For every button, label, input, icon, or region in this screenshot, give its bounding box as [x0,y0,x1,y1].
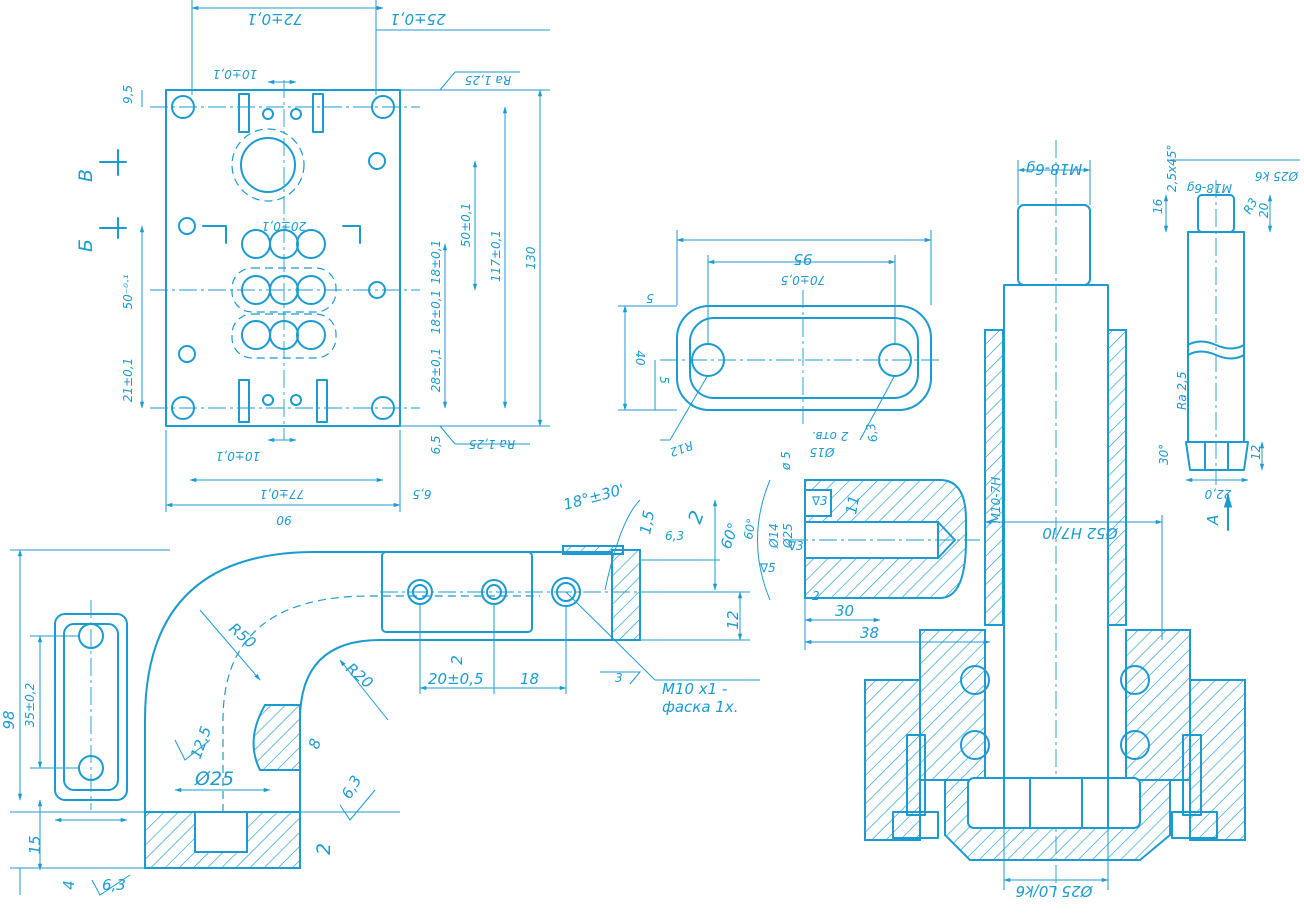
dim-15: Ø15 [810,445,836,459]
dim-18-b: 18±0,1 [429,290,443,334]
dim-117: 117±0,1 [489,230,503,282]
dim-5b: 5 [657,376,671,384]
dim-25-bore: Ø25 [194,768,234,790]
dim-12-elbow: 12 [724,610,742,629]
dim-40: 40 [633,350,647,366]
dim-4: 4 [60,880,78,890]
dim-10-bottom: 10±0,1 [216,449,260,463]
dim-95: 95 [793,250,812,268]
dim-3: 3 [615,671,623,685]
dim-6-3-elbow: 6,3 [338,772,366,802]
dim-90: 90 [276,513,292,527]
dim-r50: R50 [225,619,259,652]
dim-18-elbow: 18 [520,670,539,688]
view-a: A [1204,515,1222,526]
dim-20-elbow: 20±0,5 [428,670,484,688]
fit-52: Ø52 H7/l0 [1042,524,1118,542]
dim-2-bolt: 2 [812,589,820,603]
dim-d5: ø 5 [779,451,793,471]
dim-60-deg: 60° [717,520,743,551]
dim-2-holes: 2 отв. [812,429,849,443]
dim-20: 20±0,1 [262,219,306,233]
shaft-assembly: M18-6g Ø52 H7/l0 Ø25 L0/k6 M10-7H [864,140,1246,900]
finish-3a: ∇3 [811,494,828,508]
dim-28: 28±0,1 [429,348,443,392]
dim-11: 11 [842,494,863,516]
dim-50-left: 50⁻⁰·¹ [121,274,135,309]
dim-2-elbow: 2 [313,843,335,855]
fit-m10: M10-7H [989,477,1003,524]
hole-grid [241,229,326,350]
dim-2-small: 2 [448,655,466,665]
dim-18-a: 18±0,1 [429,240,443,284]
dim-77: 77±0,1 [260,487,304,501]
bolt-detail: 30 38 ø 5 60° Ø14 Ø25 ∇3 ∇3 ∇5 11 2 [741,451,991,650]
dim-38: 38 [860,624,879,642]
dim-9-5: 9,5 [121,85,135,104]
ra-top: Ra 1,25 [465,73,511,87]
shaft-h16: 16 [1151,198,1165,214]
shaft-ra: Ra 2,5 [1175,371,1189,410]
dim-98: 98 [0,710,18,729]
dim-1-5: 1,5 [636,509,658,536]
dim-d25: Ø25 [781,523,795,549]
shaft-detail: 2,5x45° M18-6g Ø25 k6 16 20 R3 Ra 2,5 30… [1151,145,1300,531]
thread-m10: M10 x1 - [662,680,727,698]
dim-10-top: 10±0,1 [213,67,257,81]
dim-8: 8 [305,736,325,751]
dim-18-deg: 18°±30' [561,480,626,514]
dim-r20: R20 [342,659,376,692]
dim-6-5-right: 6,5 [429,435,443,454]
dim-15-side: 15 [26,835,44,854]
dim-30: 30 [835,602,854,620]
dim-d14: Ø14 [767,523,781,549]
dim-6-5-bottom: 6,5 [412,487,431,501]
shaft-h20: 20 [1257,202,1271,218]
section-mark-b: Б [75,239,97,252]
dim-35: 35±0,2 [23,683,37,727]
dim-25: 25±0,1 [390,10,446,28]
shaft-r3: R3 [1240,196,1260,217]
shaft-chamfer: 2,5x45° [1165,145,1179,192]
ra-bottom: Ra 1,25 [469,437,515,451]
dim-6-3: 6,3 [864,422,881,443]
finish-3b: ∇3 [787,539,804,553]
shaft-fit: Ø25 k6 [1255,169,1299,183]
dim-72: 72±0,1 [247,10,303,28]
plate-view: В Б 72±0,1 25±0,1 10±0,1 Ra 1,25 9,5 20±… [75,0,550,527]
dim-12-5: 12,5 [187,724,215,762]
dim-6-3-angle: 6,3 [665,529,684,543]
dim-5: 5 [646,291,654,305]
shaft-h12: 12 [1249,445,1263,460]
elbow-part: 98 35±0,2 15 4 6,3 R50 R20 Ø25 12,5 8 [0,480,760,896]
shaft-thread-m18: M18-6g [1026,160,1083,178]
dim-d60: 60° [741,517,758,540]
chamfer-note: фаска 1х. [662,698,738,716]
dim-130: 130 [524,246,538,269]
dim-21: 21±0,1 [121,358,135,402]
finish-5: ∇5 [759,561,776,575]
link-plate-view: 95 70±0,5 5 40 5 R12 Ø15 2 отв. 6,3 [618,230,940,459]
dim-r12: R12 [668,438,695,459]
fit-25: Ø25 L0/k6 [1016,882,1094,900]
section-mark-v: В [75,169,97,182]
shaft-30-deg: 30° [1157,444,1171,465]
dim-2-angle: 2 [684,508,709,527]
shaft-thread: M18-6g [1186,181,1232,195]
dim-70: 70±0,5 [781,273,825,287]
dim-50-top: 50±0,1 [459,203,473,247]
